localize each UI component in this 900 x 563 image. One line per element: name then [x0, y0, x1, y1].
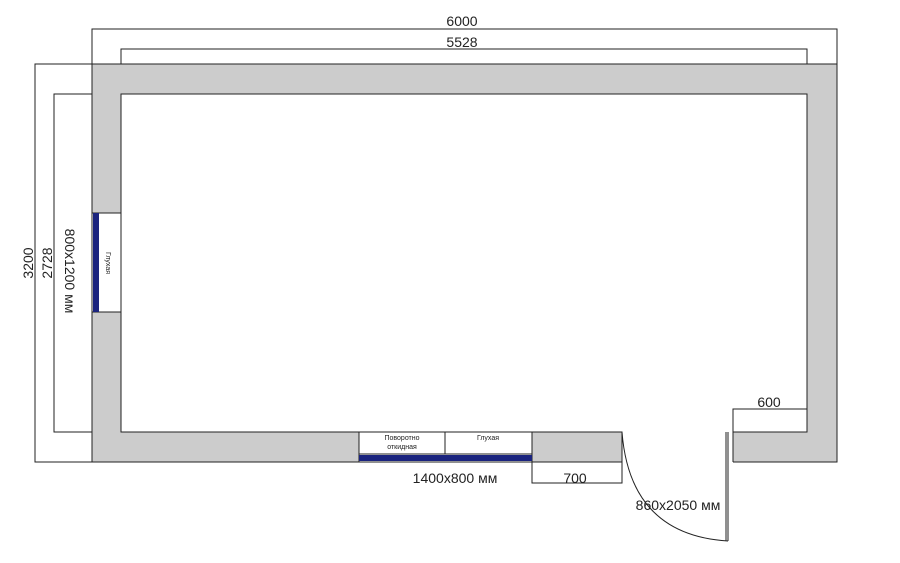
window-bottom-sash-right: Глухая: [477, 435, 499, 442]
inner-height-label: 2728: [39, 247, 55, 278]
window-bottom-size: 1400x800 мм: [413, 470, 498, 486]
dimension-bottom-segment: 700: [531, 462, 623, 486]
window-left-size: 800x1200 мм: [62, 229, 78, 314]
window-left: Глухая 800x1200 мм: [62, 212, 122, 314]
window-bottom-sash-left-line1: Поворотно: [384, 435, 419, 442]
end-segment-label: 600: [757, 394, 781, 410]
inner-width-label: 5528: [446, 34, 477, 50]
wall-body: [91, 63, 838, 463]
dimension-inner-width: 5528: [120, 34, 808, 64]
outer-width-label: 6000: [446, 13, 477, 29]
dimension-inner-height: 2728: [39, 93, 92, 433]
window-bottom: Поворотно откидная Глухая 1400x800 мм: [358, 431, 533, 486]
door-opening: [622, 432, 733, 463]
window-left-label: Глухая: [104, 252, 111, 274]
dimension-outer-height: 3200: [20, 63, 92, 463]
window-bottom-sash-left-line2: откидная: [387, 444, 417, 451]
outer-height-label: 3200: [20, 247, 36, 278]
door: 860x2050 мм: [621, 431, 729, 542]
bottom-segment-label: 700: [563, 470, 587, 486]
dimension-end-segment: 600: [732, 394, 808, 432]
door-size: 860x2050 мм: [636, 497, 721, 513]
dimension-outer-width: 6000: [91, 13, 838, 64]
